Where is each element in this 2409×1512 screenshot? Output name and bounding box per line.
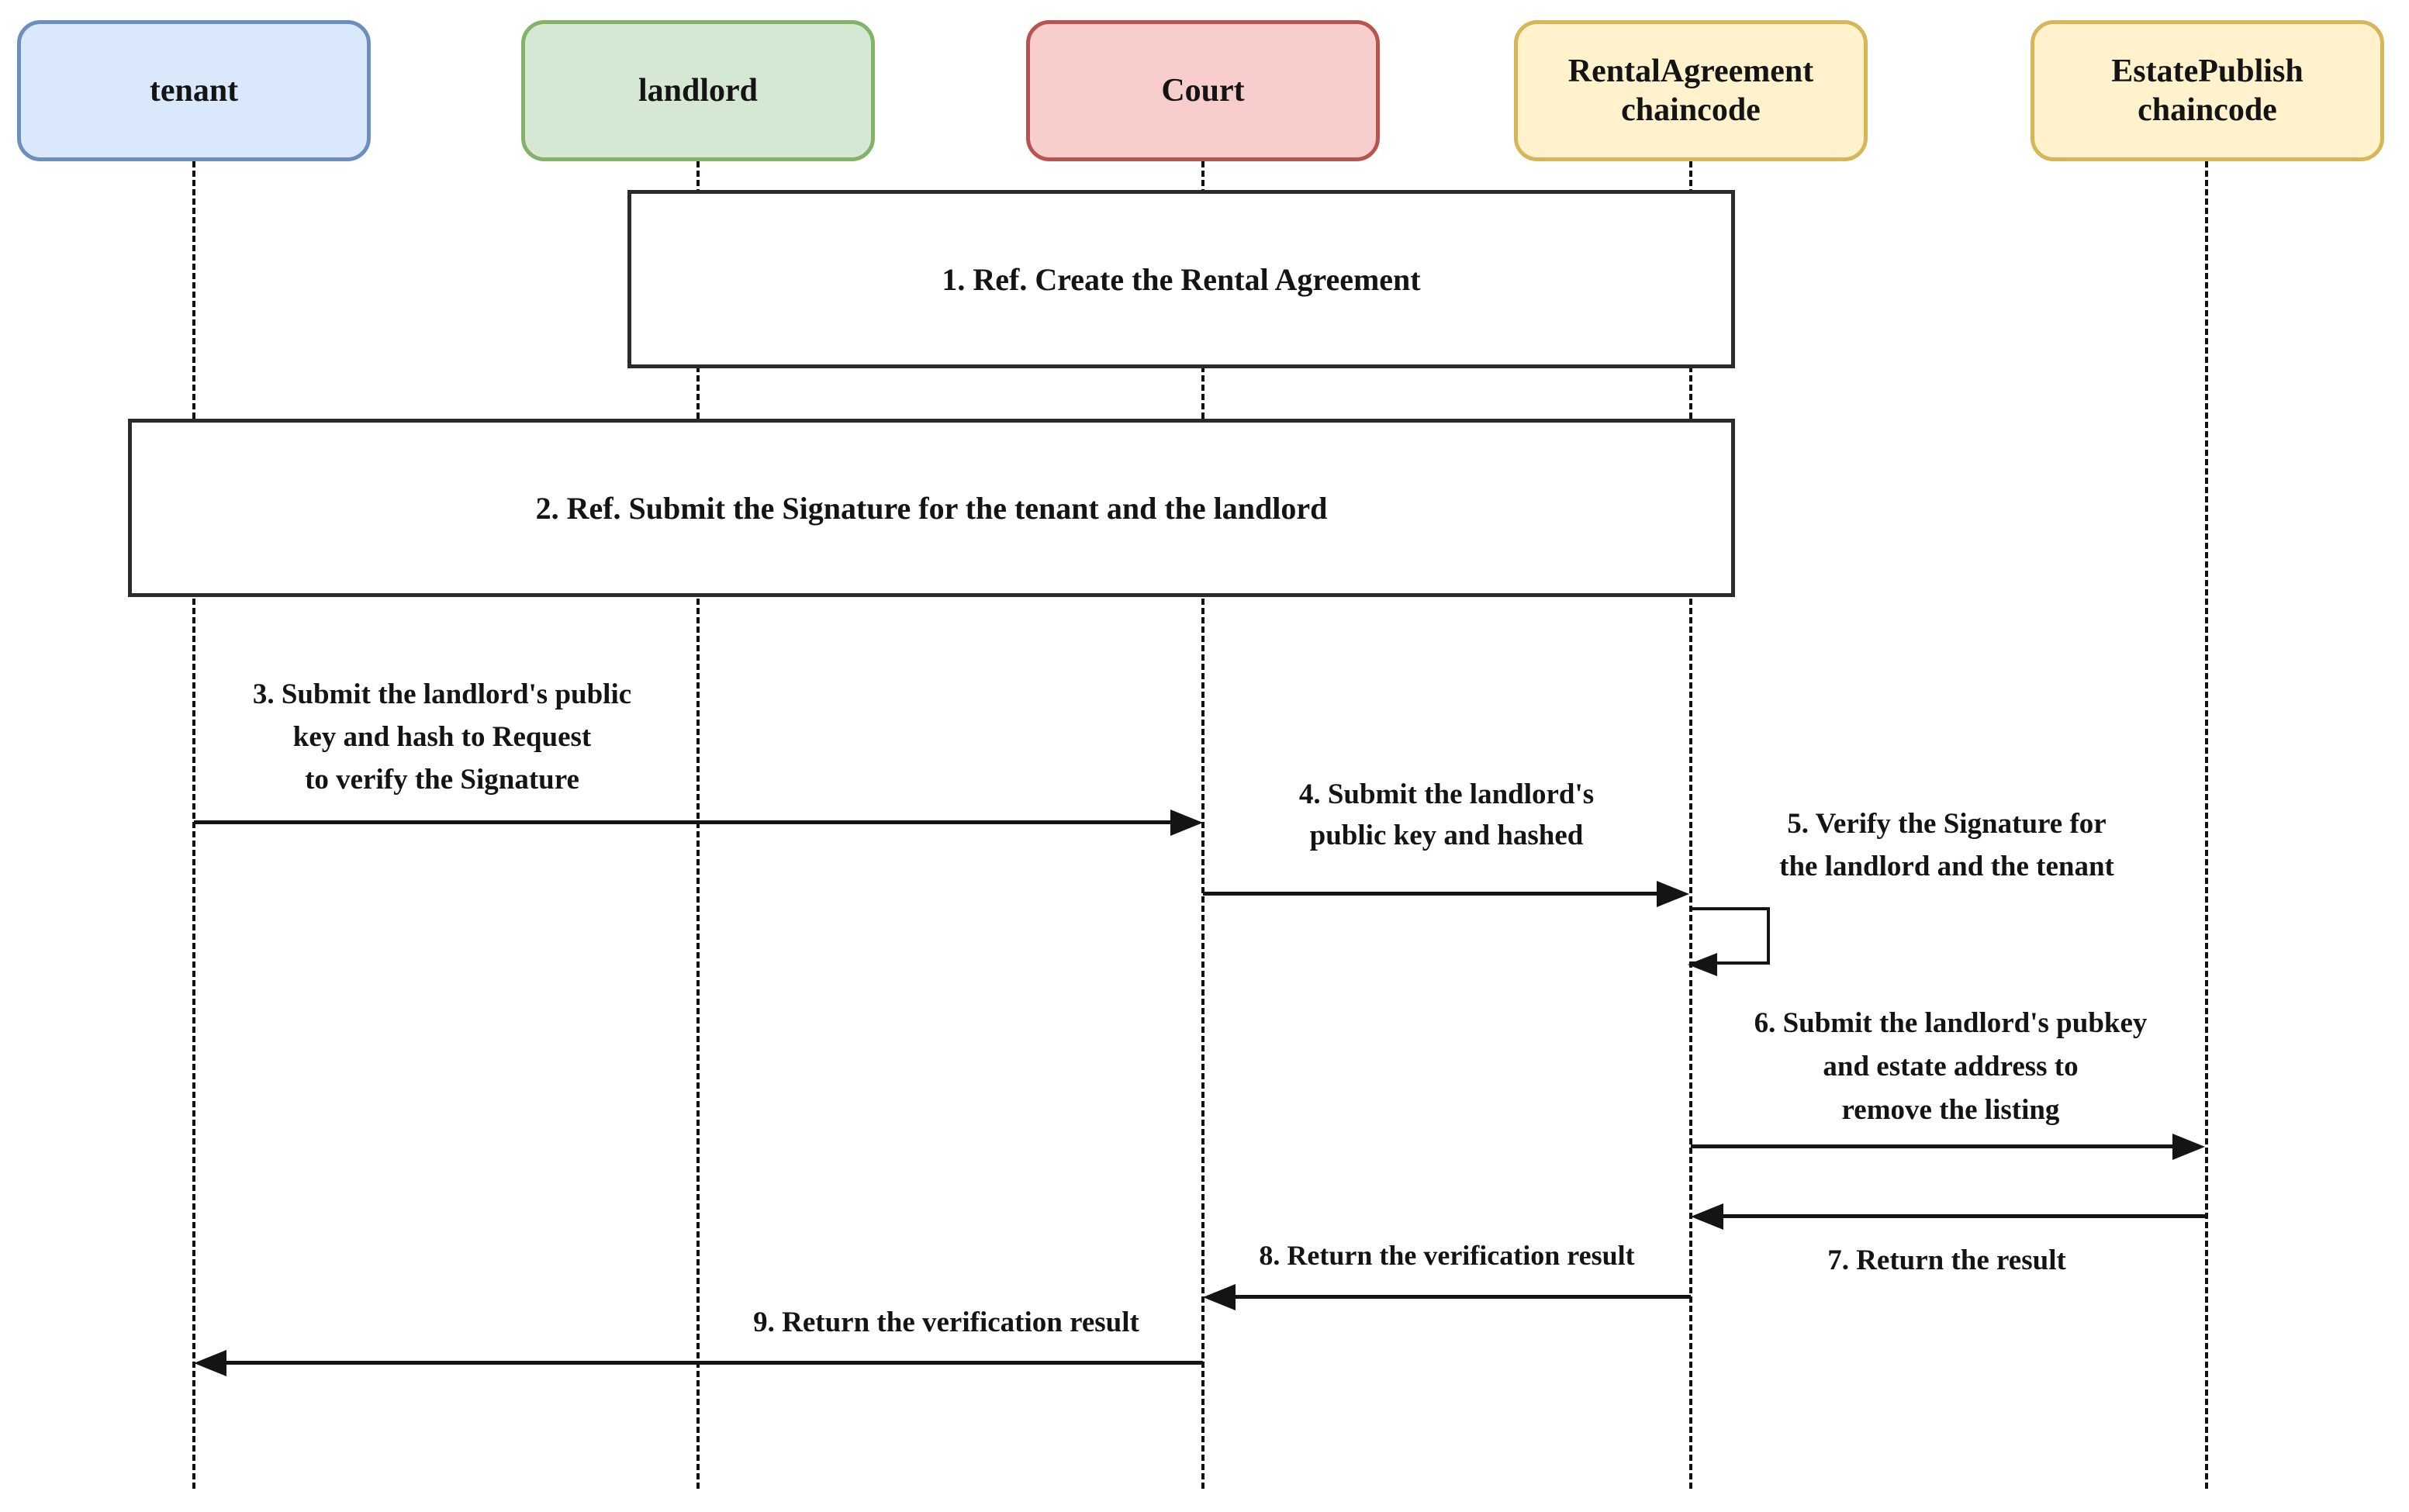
message-label-5: 5. Verify the Signature for the landlord…: [1779, 808, 2114, 882]
ref-frame-label: 1. Ref. Create the Rental Agreement: [942, 261, 1421, 297]
arrowhead-right-icon: [1170, 809, 1203, 836]
actor-box-rental-agreement-chaincode: RentalAgreement chaincode: [1514, 20, 1868, 161]
lifeline-rental-agreement-chaincode: [1689, 161, 1692, 1489]
arrowhead-right-icon: [1657, 880, 1689, 907]
message-label-9: 9. Return the verification result: [753, 1307, 1139, 1338]
message-label-3: 3. Submit the landlord's public key and …: [252, 678, 632, 796]
actor-label: Court: [1161, 73, 1245, 109]
lifeline-landlord: [696, 161, 700, 1489]
message-arrow-9: [194, 1349, 1203, 1376]
message-arrow-8: [1203, 1283, 1691, 1310]
ref-frame-create-rental-agreement: 1. Ref. Create the Rental Agreement: [627, 190, 1735, 368]
message-arrow-6: [1691, 1133, 2205, 1160]
arrowhead-left-icon: [1203, 1283, 1236, 1310]
arrowhead-left-icon: [194, 1349, 226, 1376]
lifeline-estate-publish-chaincode: [2205, 161, 2208, 1489]
message-self-loop-5: [1688, 907, 1770, 976]
message-arrow-3: [194, 809, 1203, 836]
ref-frame-label: 2. Ref. Submit the Signature for the ten…: [535, 490, 1328, 526]
actor-box-court: Court: [1026, 20, 1380, 161]
actor-box-estate-publish-chaincode: EstatePublish chaincode: [2031, 20, 2384, 161]
actor-label: EstatePublish chaincode: [2111, 54, 2304, 128]
ref-frame-submit-signature: 2. Ref. Submit the Signature for the ten…: [128, 419, 1735, 597]
arrowhead-left-icon: [1691, 1203, 1723, 1230]
actor-label: landlord: [638, 73, 759, 109]
arrowhead-left-icon: [1688, 953, 1717, 976]
message-arrow-7: [1691, 1203, 2207, 1230]
lifeline-court: [1201, 161, 1204, 1489]
actor-box-landlord: landlord: [521, 20, 875, 161]
message-label-4: 4. Submit the landlord's public key and …: [1298, 778, 1595, 851]
message-label-7: 7. Return the result: [1827, 1244, 2066, 1276]
message-label-8: 8. Return the verification result: [1259, 1240, 1635, 1271]
actor-label: tenant: [149, 73, 239, 109]
actor-label: RentalAgreement chaincode: [1567, 54, 1814, 128]
lifeline-tenant: [192, 161, 195, 1489]
message-arrow-4: [1203, 880, 1689, 907]
actor-box-tenant: tenant: [17, 20, 371, 161]
arrowhead-right-icon: [2172, 1133, 2205, 1160]
message-label-6: 6. Submit the landlord's pubkey and esta…: [1754, 1007, 2148, 1126]
